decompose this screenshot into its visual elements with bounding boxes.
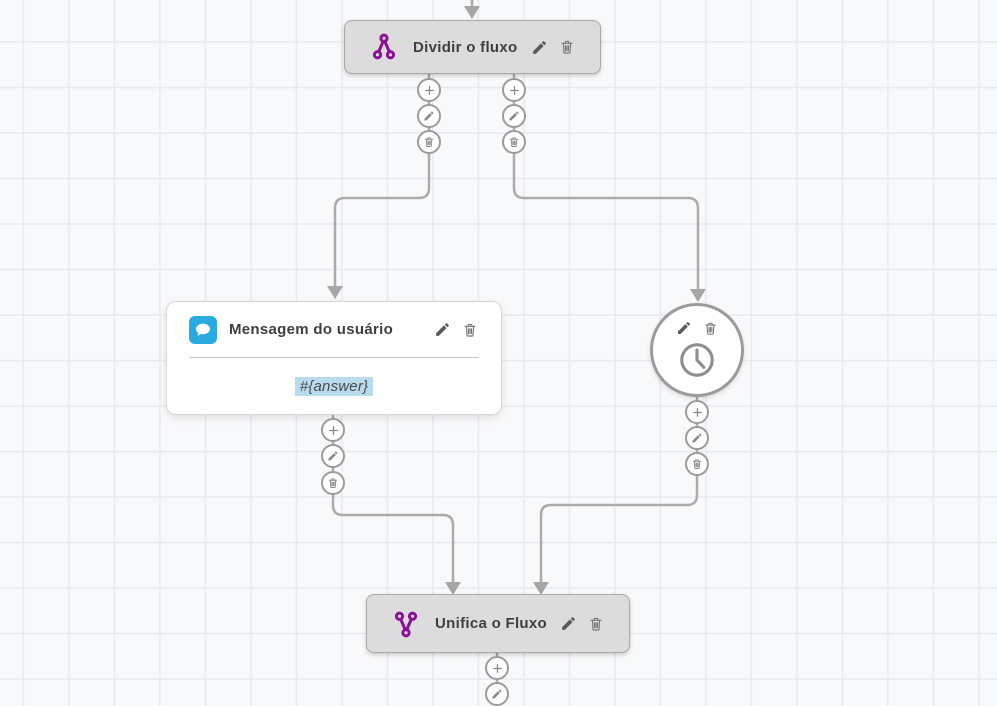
node-title: Dividir o fluxo [413, 38, 518, 56]
edit-connection-button[interactable] [417, 104, 441, 128]
node-actions [559, 615, 605, 633]
plus-icon [328, 425, 338, 435]
pencil-icon [509, 111, 519, 121]
clock-icon [676, 339, 718, 386]
plus-icon [692, 407, 702, 417]
delete-connection-button[interactable] [321, 471, 345, 495]
trash-icon[interactable] [558, 38, 576, 56]
edit-connection-button[interactable] [502, 104, 526, 128]
pencil-icon [492, 689, 502, 699]
node-header: Mensagem do usuário [167, 302, 501, 357]
node-title: Unifica o Fluxo [435, 615, 548, 632]
arrowhead [464, 6, 480, 19]
node-title: Mensagem do usuário [229, 321, 394, 338]
trash-icon[interactable] [587, 615, 605, 633]
user-message-value: #{answer} [294, 376, 374, 396]
add-step-button[interactable] [685, 400, 709, 424]
arrowhead [533, 582, 549, 595]
delete-connection-button[interactable] [417, 130, 441, 154]
node-divider [189, 357, 479, 358]
pencil-icon[interactable] [433, 321, 451, 339]
plus-icon [492, 663, 502, 673]
arrowhead [327, 286, 343, 299]
pencil-icon[interactable] [559, 615, 577, 633]
node-unify-flow[interactable]: Unifica o Fluxo [366, 594, 630, 653]
pencil-icon [328, 451, 338, 461]
wire-message-to-merge [331, 415, 455, 583]
trash-icon [328, 478, 338, 488]
trash-icon [692, 459, 702, 469]
wire-split-to-timer [512, 74, 700, 290]
plus-icon [424, 85, 434, 95]
trash-icon [509, 137, 519, 147]
add-step-button[interactable] [321, 418, 345, 442]
node-divide-flow[interactable]: Dividir o fluxo [344, 20, 601, 74]
wire-timer-to-merge [539, 397, 699, 583]
trash-icon[interactable] [701, 319, 719, 337]
arrowhead [445, 582, 461, 595]
pencil-icon [424, 111, 434, 121]
node-actions [675, 319, 719, 337]
trash-icon [424, 137, 434, 147]
merge-flow-icon [391, 609, 421, 639]
chat-bubble-icon [189, 315, 217, 344]
delete-connection-button[interactable] [685, 452, 709, 476]
node-actions [530, 38, 576, 56]
arrowhead [690, 289, 706, 302]
edit-connection-button[interactable] [485, 682, 509, 706]
pencil-icon[interactable] [675, 319, 693, 337]
delete-connection-button[interactable] [502, 130, 526, 154]
plus-icon [509, 85, 519, 95]
trash-icon[interactable] [461, 321, 479, 339]
add-step-button[interactable] [502, 78, 526, 102]
split-flow-icon [369, 32, 399, 62]
edit-connection-button[interactable] [685, 426, 709, 450]
add-step-button[interactable] [417, 78, 441, 102]
pencil-icon[interactable] [530, 38, 548, 56]
add-step-button[interactable] [485, 656, 509, 680]
node-user-message[interactable]: Mensagem do usuário #{answer} [166, 301, 502, 415]
edit-connection-button[interactable] [321, 444, 345, 468]
wire-split-to-message [333, 74, 431, 287]
node-timer[interactable] [650, 303, 744, 397]
pencil-icon [692, 433, 702, 443]
node-body: #{answer} [167, 358, 501, 414]
node-actions [433, 321, 479, 339]
